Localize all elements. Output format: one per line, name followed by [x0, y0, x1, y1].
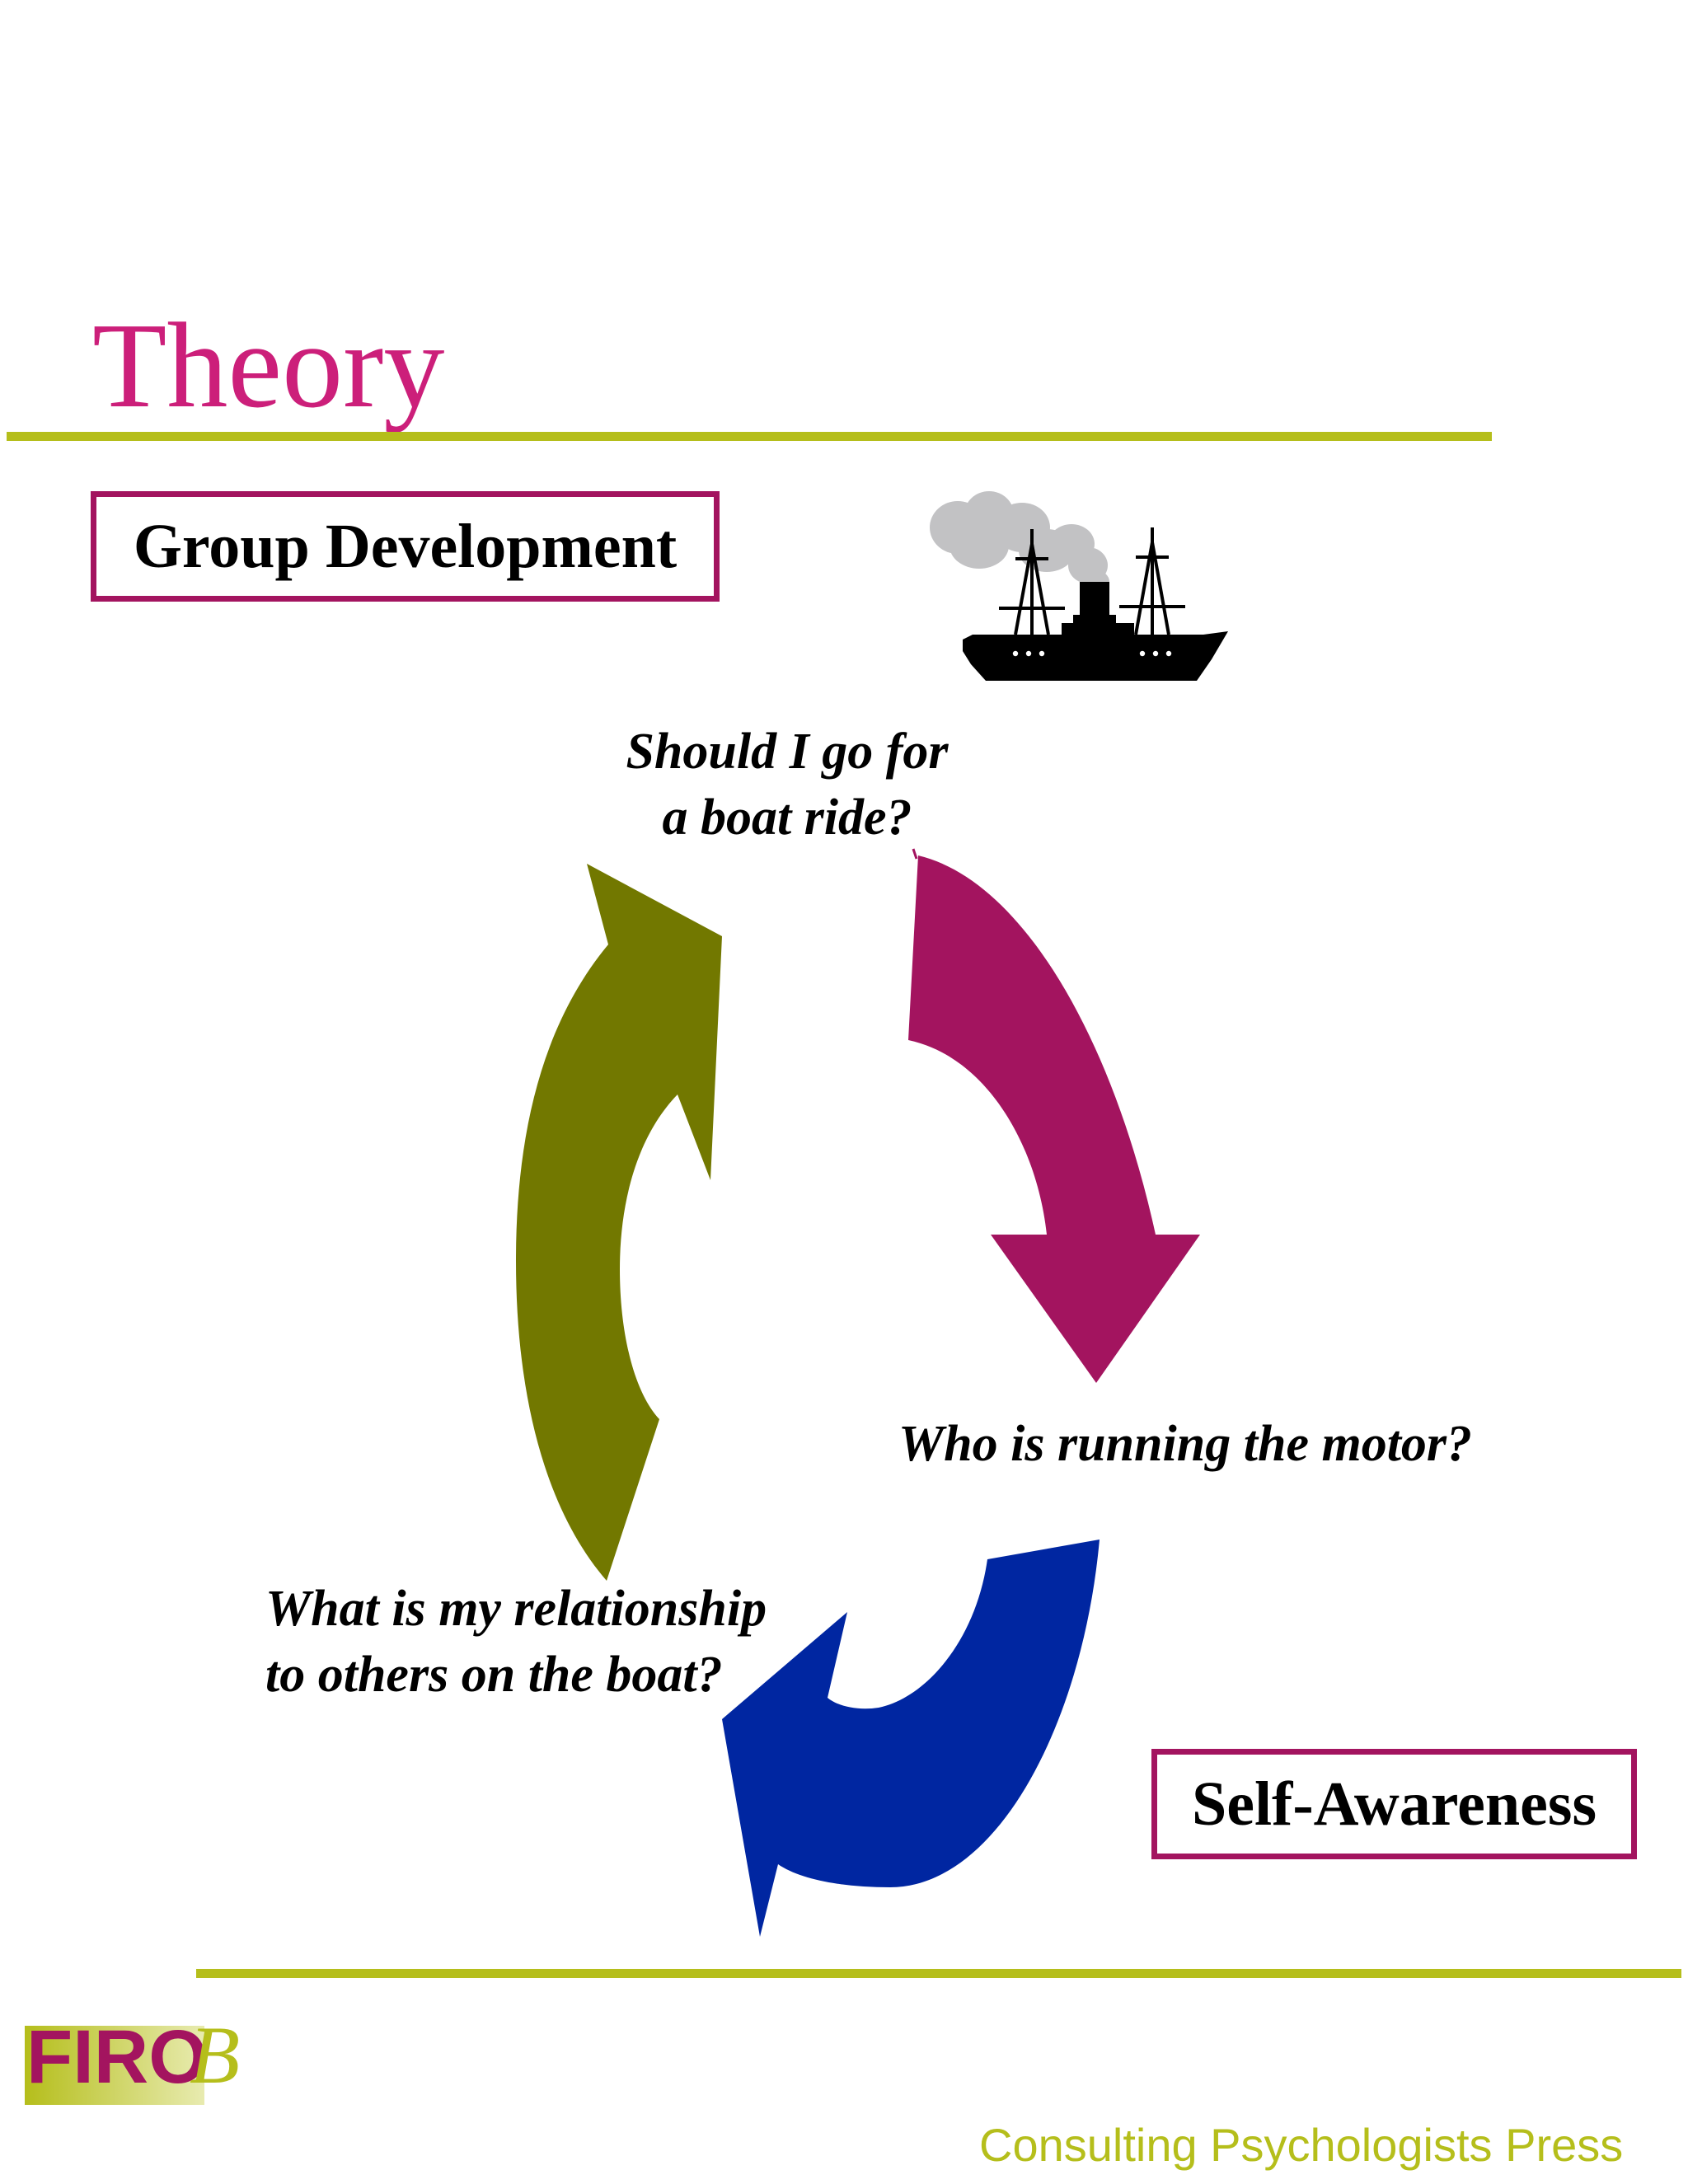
- olive-arrow: [516, 864, 722, 1581]
- page-title: Theory: [92, 298, 445, 434]
- publisher-name: Consulting Psychologists Press: [979, 2119, 1624, 2171]
- logo-background: [25, 2026, 204, 2105]
- title-divider: [7, 432, 1492, 441]
- group-development-label: Group Development: [91, 491, 720, 602]
- self-awareness-text: Self-Awareness: [1191, 1769, 1597, 1839]
- self-awareness-label: Self-Awareness: [1151, 1749, 1637, 1859]
- question-top-line1: Should I go for: [626, 724, 949, 780]
- blue-arrow: [722, 1540, 1100, 1937]
- firo-b-logo: FIRO B: [25, 2011, 264, 2110]
- logo-suffix: B: [190, 2009, 241, 2101]
- question-bottom-line2: to others on the boat?: [265, 1647, 723, 1703]
- group-development-text: Group Development: [133, 512, 678, 581]
- footer-divider: [196, 1969, 1681, 1978]
- logo-text: FIRO: [26, 2015, 208, 2099]
- question-top-line2: a boat ride?: [662, 790, 912, 846]
- question-bottom-line1: What is my relationship: [265, 1581, 767, 1637]
- steamship-icon: [930, 491, 1228, 681]
- question-right: Who is running the motor?: [898, 1416, 1473, 1472]
- smoke-cloud-icon: [930, 491, 1109, 593]
- magenta-arrow: [908, 855, 1200, 1383]
- question-bottom: What is my relationship to others on the…: [265, 1576, 767, 1708]
- question-top: Should I go for a boat ride?: [593, 719, 981, 851]
